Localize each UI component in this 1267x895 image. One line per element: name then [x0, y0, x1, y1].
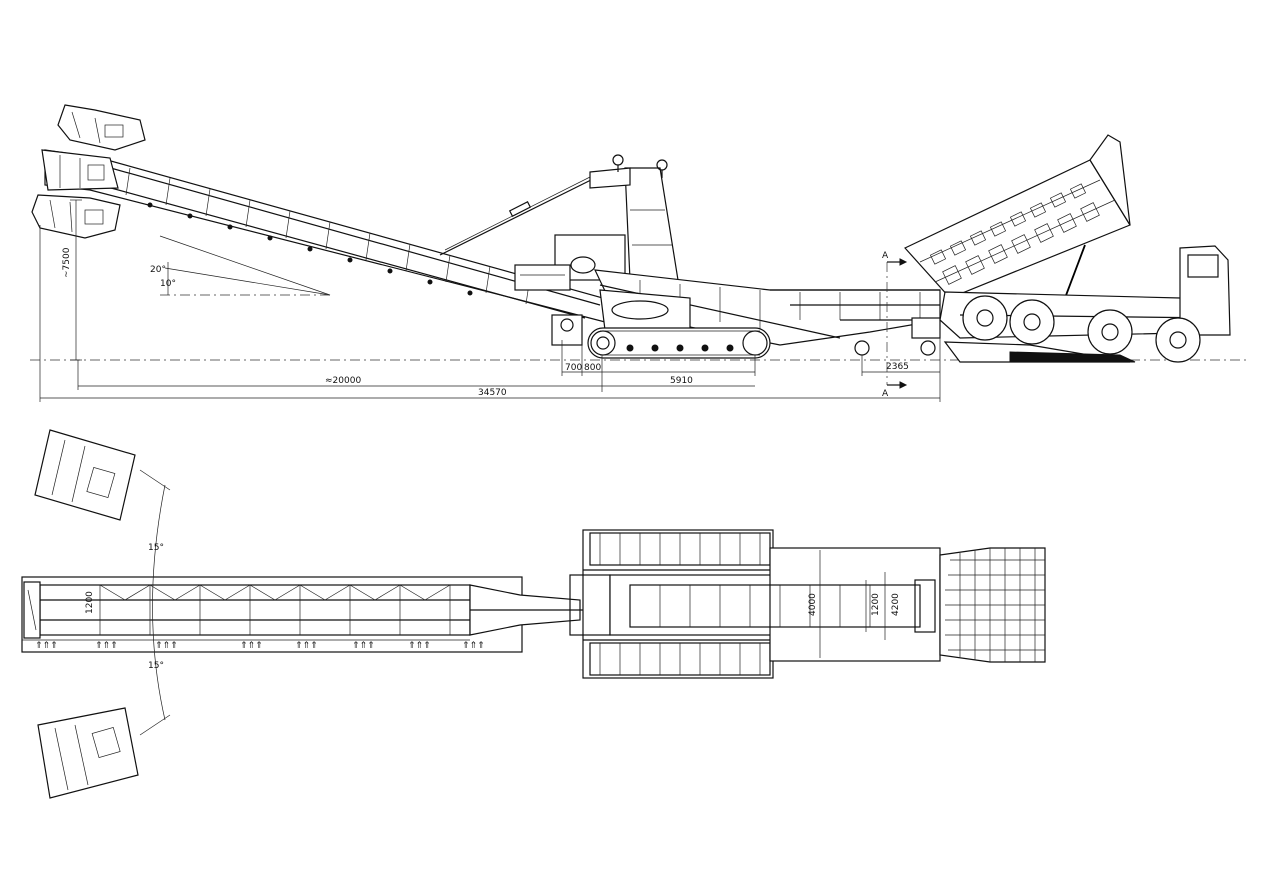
mast: [589, 154, 679, 281]
arrow-mark: ⇑⇑⇑: [35, 641, 58, 651]
discharge-chute-upper: [57, 104, 146, 151]
dim-700: 700: [565, 363, 582, 373]
drive-unit: [514, 234, 626, 291]
conveyor-boom: [44, 149, 611, 323]
angle-lower-label: 10°: [160, 279, 176, 289]
section-marks: A A: [882, 251, 908, 399]
angle-bottom-label: 15°: [148, 661, 164, 671]
arrow-mark: ⇑⇑⇑: [155, 641, 178, 651]
plan-view: 1200 ⇑⇑⇑ ⇑⇑⇑ ⇑⇑⇑ ⇑⇑⇑ ⇑⇑⇑ ⇑⇑⇑ ⇑⇑⇑ ⇑⇑⇑ 15°…: [21, 429, 1046, 799]
dim-34570: 34570: [478, 388, 507, 398]
section-label-top: A: [882, 251, 889, 261]
chute-plan-lower: [37, 707, 139, 799]
section-label-bottom: A: [882, 389, 889, 399]
dim-800: 800: [584, 363, 601, 373]
crawler-body: [551, 289, 691, 346]
crawler-track: [587, 327, 771, 359]
dim-2365: 2365: [886, 362, 909, 372]
side-view: 20° 10° ~7500 700 800 5910 2365: [30, 104, 1250, 402]
angle-indicator: 20° 10°: [150, 235, 331, 296]
arrow-mark: ⇑⇑⇑: [352, 641, 375, 651]
angle-upper-label: 20°: [150, 265, 166, 275]
width-4000: 4000: [808, 593, 818, 616]
arrow-mark: ⇑⇑⇑: [295, 641, 318, 651]
arrow-marks: ⇑⇑⇑ ⇑⇑⇑ ⇑⇑⇑ ⇑⇑⇑ ⇑⇑⇑ ⇑⇑⇑ ⇑⇑⇑ ⇑⇑⇑: [35, 641, 485, 651]
width-1200-right: 1200: [871, 593, 881, 616]
arrow-mark: ⇑⇑⇑: [240, 641, 263, 651]
boom-plan: 1200: [21, 576, 600, 653]
width-1200-left: 1200: [85, 591, 95, 614]
feeder-plan: 4000 1200 4200: [609, 547, 941, 662]
height-label: ~7500: [62, 247, 72, 278]
receiving-feeder: [593, 269, 941, 356]
dim-5910: 5910: [670, 376, 693, 386]
dump-truck: [904, 134, 1231, 363]
truck-plan: [939, 547, 1046, 663]
angle-top-label: 15°: [148, 543, 164, 553]
arrow-mark: ⇑⇑⇑: [95, 641, 118, 651]
discharge-chute-middle: [41, 149, 119, 191]
height-dimension: ~7500: [62, 199, 82, 361]
chute-plan-upper: [34, 429, 136, 521]
arrow-mark: ⇑⇑⇑: [408, 641, 431, 651]
width-4200: 4200: [891, 593, 901, 616]
arrow-mark: ⇑⇑⇑: [462, 641, 485, 651]
dimension-lines: 700 800 5910 2365 ≈20000 34570: [39, 225, 941, 402]
dim-20000: ≈20000: [325, 376, 361, 386]
slew-arc: 15° 15°: [139, 469, 171, 736]
stay-cable: [439, 177, 596, 256]
